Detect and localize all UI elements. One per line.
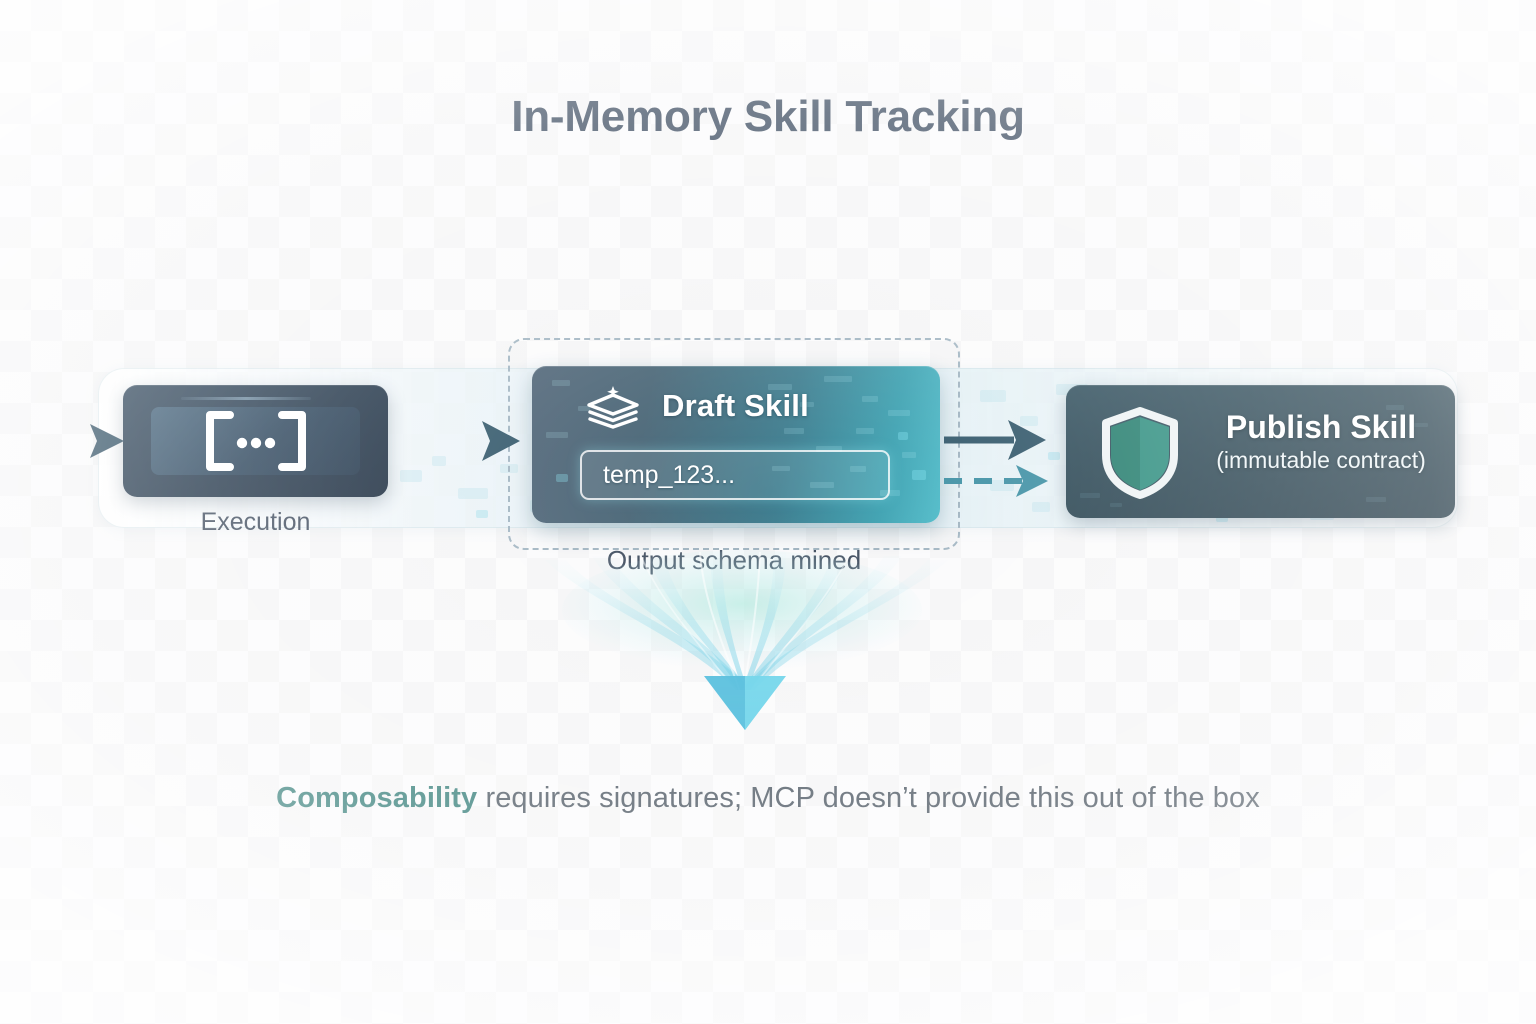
layers-stack-icon xyxy=(587,386,639,429)
shield-icon xyxy=(1102,407,1178,499)
publish-skill-subtitle: (immutable contract) xyxy=(1216,447,1426,474)
page-title: In-Memory Skill Tracking xyxy=(511,92,1025,141)
draft-card-header: Draft Skill xyxy=(584,382,809,430)
execution-top-line xyxy=(181,397,311,400)
publish-card-text: Publish Skill (immutable contract) xyxy=(1196,409,1446,474)
draft-skill-id-value: temp_123... xyxy=(603,460,736,489)
draft-skill-title: Draft Skill xyxy=(662,388,809,423)
footer-caption: Composability requires signatures; MCP d… xyxy=(0,782,1536,815)
draft-caption: Output schema mined xyxy=(606,545,862,575)
footer-caption-rest: requires signatures; MCP doesn’t provide… xyxy=(477,782,1260,814)
execution-label: Execution xyxy=(200,508,311,536)
converging-funnel-arrow xyxy=(545,550,948,730)
publish-skill-title: Publish Skill xyxy=(1225,409,1417,445)
code-brackets-ellipsis-icon xyxy=(205,411,306,471)
draft-skill-card[interactable]: Draft Skill temp_123... xyxy=(532,366,940,523)
draft-skill-id-field[interactable]: temp_123... xyxy=(580,450,890,500)
footer-caption-highlight: Composability xyxy=(276,782,478,814)
execution-card[interactable] xyxy=(123,385,388,497)
publish-skill-card[interactable]: Publish Skill (immutable contract) xyxy=(1066,385,1455,518)
